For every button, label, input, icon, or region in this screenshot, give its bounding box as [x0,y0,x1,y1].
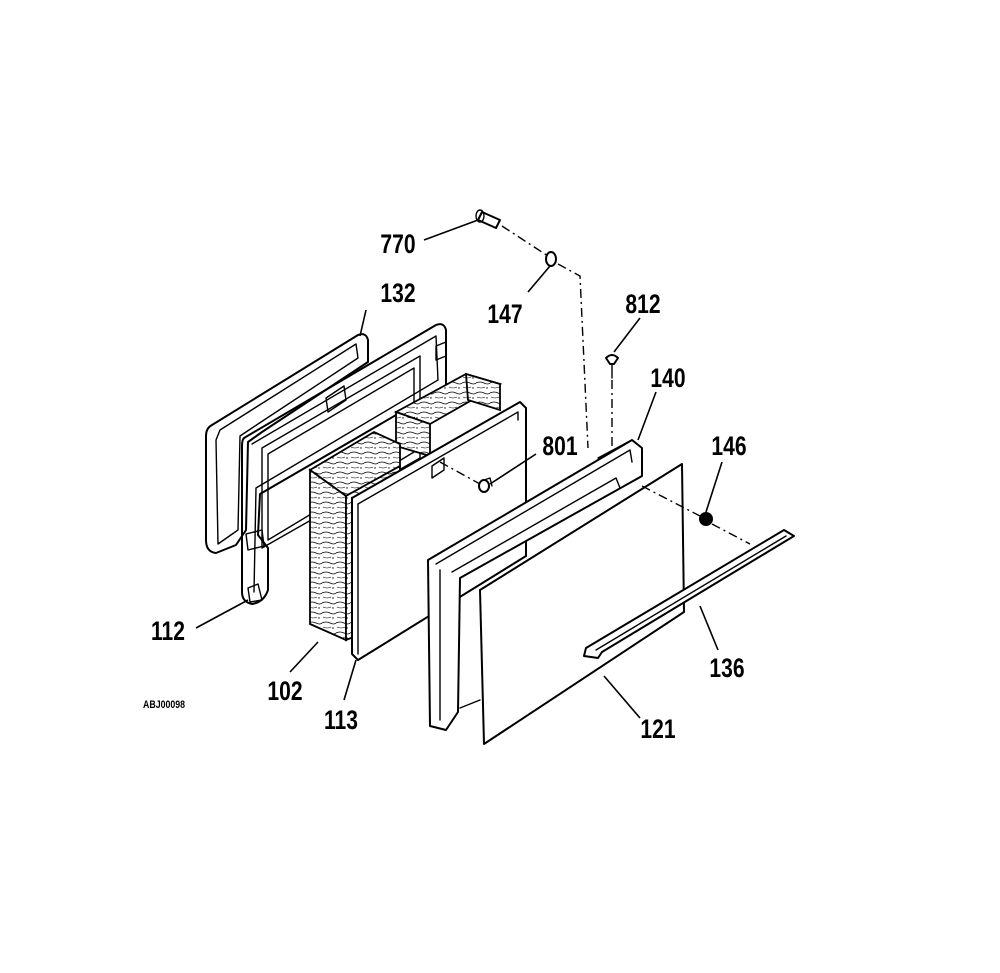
label-140: 140 [650,364,685,394]
inner-glass-113 [351,401,527,661]
label-812: 812 [625,290,660,320]
door-frame-140 [427,439,643,731]
leader-lines [195,219,723,719]
insulation-102 [308,372,503,642]
label-112: 112 [151,617,185,647]
screw-812 [605,354,619,379]
label-102: 102 [267,677,302,707]
label-132: 132 [380,279,415,309]
assembly-lines [439,225,751,545]
label-770: 770 [380,230,415,260]
screw-770 [475,209,501,229]
label-121: 121 [640,715,675,745]
outer-glass-121 [479,463,685,745]
label-136: 136 [709,654,744,684]
washer-147 [545,251,557,267]
label-147: 147 [487,300,522,330]
bumper-146 [699,512,713,526]
handle-136 [583,529,795,659]
label-801: 801 [542,432,577,462]
label-113: 113 [324,706,358,736]
gasket-132 [205,333,369,554]
reference-code: ABJ00098 [143,699,185,711]
label-146: 146 [711,432,746,462]
